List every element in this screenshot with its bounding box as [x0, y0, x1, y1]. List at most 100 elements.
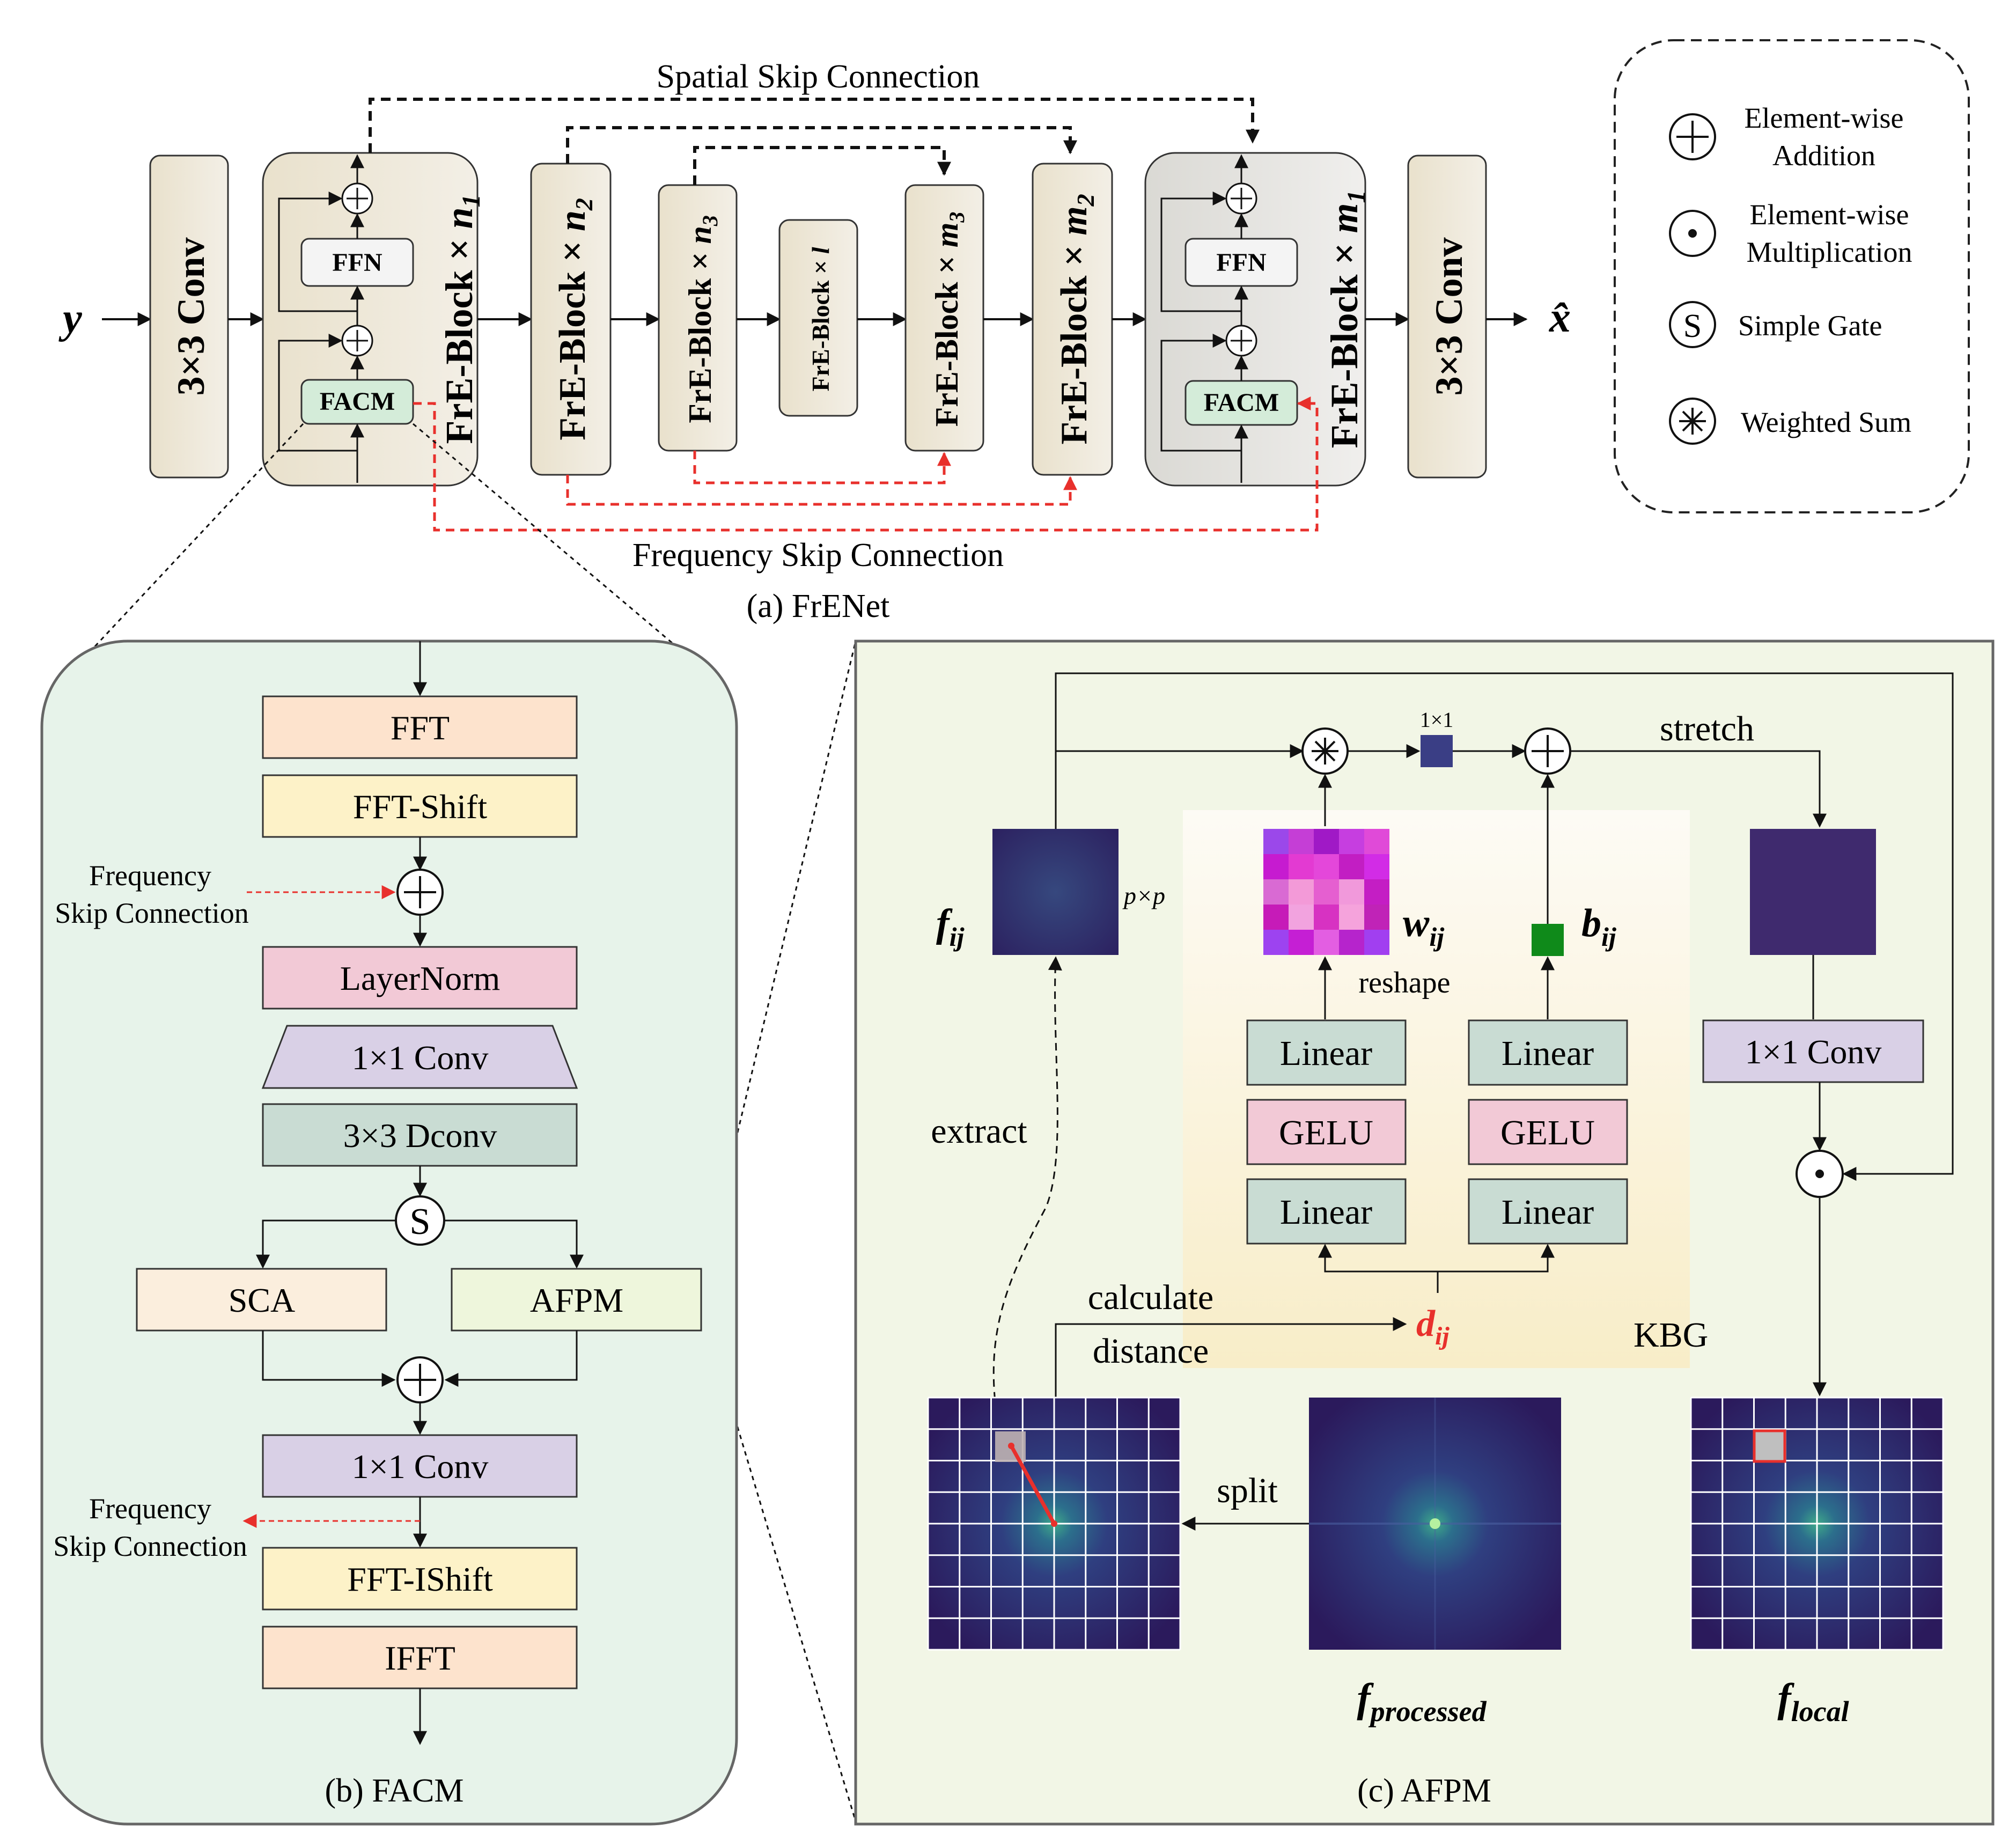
- panel-facm: FFT FFT-Shift Frequency Skip Connection …: [40, 639, 738, 1826]
- sca-box: [136, 1268, 387, 1332]
- gate-symbol: S: [410, 1201, 431, 1243]
- f-local-label: flocal: [1777, 1675, 1849, 1728]
- legend-gate: Simple Gate: [1738, 310, 1882, 342]
- linear-w-bottom-label: Linear: [1280, 1193, 1372, 1232]
- kbg-label: KBG: [1634, 1315, 1708, 1355]
- facm-label-dec: FACM: [1204, 388, 1279, 417]
- patch-size-label: p×p: [1122, 882, 1165, 909]
- skip-out-line2: Skip Connection: [53, 1530, 247, 1562]
- simple-gate-icon: [1669, 301, 1716, 348]
- processed-spectrum: [1309, 1398, 1561, 1650]
- w-ij-label: wij: [1403, 901, 1445, 952]
- spatial-skips: [369, 98, 1260, 185]
- ffn-label-enc: FFN: [332, 248, 382, 277]
- conv1x1-afpm-label: 1×1 Conv: [1745, 1033, 1882, 1071]
- f-processed-label: fprocessed: [1357, 1675, 1487, 1728]
- gelu-b-label: GELU: [1500, 1113, 1595, 1152]
- gelu-w-label: GELU: [1279, 1113, 1373, 1152]
- b-ij-square: [1532, 924, 1564, 956]
- legend-add-line2: Addition: [1772, 139, 1875, 172]
- fft-label: FFT: [391, 709, 450, 747]
- conv1x1-bottom-label: 1×1 Conv: [352, 1447, 489, 1486]
- distance-line: [1009, 1445, 1056, 1525]
- gelu-w-box: [1246, 1099, 1407, 1165]
- b-ij-label: bij: [1581, 901, 1617, 952]
- caption-facm: (b) FACM: [325, 1773, 464, 1809]
- facm-panel-bg: [40, 639, 738, 1826]
- conv1x1-top-box: [261, 1025, 578, 1089]
- f-ij-patch: [992, 829, 1119, 955]
- frequency-skips: [413, 396, 1319, 532]
- reshape-label: reshape: [1358, 966, 1450, 999]
- linear-w-top-box: [1246, 1019, 1407, 1086]
- split-label: split: [1217, 1471, 1278, 1510]
- block-m3-label: FrE-Block × m3: [929, 212, 969, 427]
- ffn-label-dec: FFN: [1216, 248, 1267, 277]
- extract-label: extract: [931, 1112, 1027, 1151]
- conv-in-block: [149, 155, 229, 479]
- split-spectrum: [927, 1396, 1181, 1651]
- linear-w-bottom-box: [1246, 1178, 1407, 1245]
- skip-out-line1: Frequency: [89, 1493, 211, 1525]
- calc-line1: calculate: [1088, 1278, 1213, 1317]
- frE-block-l: [778, 219, 858, 417]
- ifft-label: IFFT: [385, 1639, 455, 1677]
- block-m1-inner: FACM FFN: [1160, 154, 1298, 483]
- fft-ishift-label: FFT-IShift: [347, 1560, 493, 1598]
- panel-afpm: KBG fij p×p 1×1 stretch wij reshap: [854, 639, 1995, 1826]
- sca-label: SCA: [229, 1281, 296, 1319]
- frE-block-m3: [904, 184, 984, 452]
- legend-wsum: Weighted Sum: [1741, 406, 1911, 438]
- skip-in-line1: Frequency: [89, 859, 211, 892]
- kbg-region: [1183, 810, 1690, 1368]
- layernorm-label: LayerNorm: [340, 959, 501, 997]
- frE-block-n3: [658, 184, 738, 452]
- fft-box: [262, 695, 578, 759]
- block-n2-label: FrE-Block × n2: [552, 198, 598, 440]
- conv1x1-top-label: 1×1 Conv: [352, 1039, 489, 1077]
- one-by-one-label: 1×1: [1420, 708, 1454, 732]
- gate-symbol-legend: S: [1683, 308, 1702, 344]
- block-m1-label: FrE-Block × m1: [1323, 190, 1371, 448]
- local-patch: [1753, 1429, 1786, 1463]
- gelu-b-box: [1468, 1099, 1628, 1165]
- conv-out-block: [1407, 155, 1487, 479]
- block-n3-label: FrE-Block × n3: [682, 215, 722, 423]
- conv-in-label: 3×3 Conv: [170, 237, 212, 395]
- fft-ishift-box: [262, 1547, 578, 1611]
- conv1x1-afpm-box: [1702, 1019, 1924, 1083]
- legend: Element-wise Addition Element-wise Multi…: [1614, 39, 1970, 513]
- layernorm-box: [262, 946, 578, 1010]
- linear-w-top-label: Linear: [1280, 1034, 1372, 1073]
- stretch-label: stretch: [1660, 709, 1754, 748]
- fft-shift-box: [262, 774, 578, 838]
- stretched-patch: [1750, 829, 1876, 955]
- linear-b-top-box: [1468, 1019, 1628, 1086]
- legend-add-line1: Element-wise: [1745, 102, 1904, 134]
- legend-box: [1614, 39, 1970, 513]
- legend-mul-line2: Multiplication: [1747, 236, 1912, 268]
- local-spectrum: [1690, 1396, 1944, 1651]
- block-n1-inner: FACM FFN: [278, 154, 414, 483]
- calc-line2: distance: [1093, 1332, 1209, 1371]
- facm-label-enc: FACM: [320, 387, 395, 416]
- w-ij-heatmap: [1263, 829, 1389, 955]
- block-l-label: FrE-Block × l: [807, 247, 834, 391]
- output-symbol: x̂: [1549, 294, 1571, 341]
- d-ij-label: dij: [1416, 1303, 1450, 1350]
- spatial-skip-label: Spatial Skip Connection: [657, 58, 980, 95]
- fft-shift-label: FFT-Shift: [353, 788, 487, 826]
- caption-afpm: (c) AFPM: [1357, 1773, 1491, 1809]
- linear-b-bottom-box: [1468, 1178, 1628, 1245]
- conv1x1-bottom-box: [262, 1434, 578, 1498]
- input-symbol: y: [58, 295, 82, 342]
- legend-mul-line1: Element-wise: [1750, 199, 1909, 231]
- skip-in-line2: Skip Connection: [55, 897, 249, 929]
- frequency-skip-label: Frequency Skip Connection: [632, 537, 1004, 574]
- afpm-label: AFPM: [530, 1281, 623, 1319]
- block-m2-label: FrE-Block × m2: [1054, 194, 1099, 444]
- panel-frenet: y 3×3 Conv FACM FFN FrE-Bl: [58, 58, 1571, 624]
- dconv-label: 3×3 Dconv: [343, 1116, 497, 1155]
